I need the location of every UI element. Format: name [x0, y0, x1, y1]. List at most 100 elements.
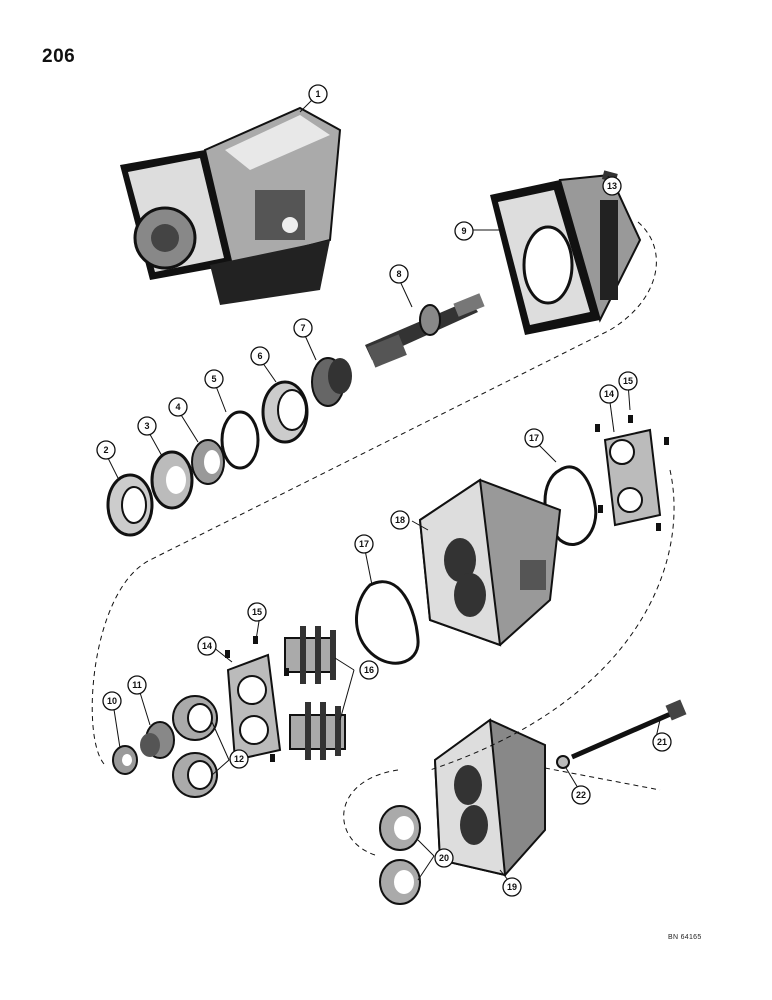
dowel-pins — [225, 415, 669, 762]
callout-15: 15 — [618, 371, 638, 391]
callout-label: 8 — [396, 269, 401, 279]
callout-14: 14 — [599, 384, 619, 404]
callout-circle — [250, 346, 270, 366]
callout-circle — [390, 510, 410, 530]
callout-circle — [247, 602, 267, 622]
assembled-pump — [120, 106, 342, 305]
wear-plate-right — [603, 428, 662, 527]
callout-circle — [168, 397, 188, 417]
needle-bearing-upper — [172, 695, 218, 741]
callout-label: 7 — [300, 323, 305, 333]
callout-label: 15 — [623, 376, 633, 386]
callout-label: 22 — [576, 790, 586, 800]
callout-circle — [618, 371, 638, 391]
callout-circle — [102, 691, 122, 711]
callout-circle — [652, 732, 672, 752]
wear-plate-left — [226, 653, 282, 762]
callout-circle — [229, 749, 249, 769]
callout-1: 1 — [308, 84, 328, 104]
callout-label: 2 — [103, 445, 108, 455]
callout-20: 20 — [434, 848, 454, 868]
bearing-cup — [261, 380, 309, 444]
gear-housing — [418, 478, 562, 647]
callout-12: 12 — [229, 749, 249, 769]
shaft-seal — [140, 721, 175, 759]
callout-21: 21 — [652, 732, 672, 752]
callout-22: 22 — [571, 785, 591, 805]
callout-16: 16 — [359, 660, 379, 680]
callout-2: 2 — [96, 440, 116, 460]
drive-shaft — [365, 293, 485, 368]
callout-8: 8 — [389, 264, 409, 284]
page-number: 206 — [42, 46, 76, 67]
callout-label: 20 — [439, 853, 449, 863]
callout-label: 3 — [144, 421, 149, 431]
callout-circle — [524, 428, 544, 448]
front-housing — [490, 173, 642, 335]
callout-label: 18 — [395, 515, 405, 525]
callout-circle — [354, 534, 374, 554]
callout-14: 14 — [197, 636, 217, 656]
callout-label: 17 — [359, 539, 369, 549]
callout-13: 13 — [602, 176, 622, 196]
callout-circle — [127, 675, 147, 695]
callout-circle — [434, 848, 454, 868]
gasket-left — [354, 580, 420, 665]
callout-19: 19 — [502, 877, 522, 897]
callout-label: 14 — [604, 389, 614, 399]
washer — [112, 745, 138, 775]
callout-circle — [96, 440, 116, 460]
callout-circle — [389, 264, 409, 284]
end-cover — [433, 718, 546, 877]
gasket-right — [543, 465, 598, 547]
callout-label: 14 — [202, 641, 212, 651]
callout-label: 5 — [211, 374, 216, 384]
callout-circle — [293, 318, 313, 338]
drive-gear — [284, 626, 336, 684]
retainer — [150, 450, 194, 510]
callout-label: 10 — [107, 696, 117, 706]
callout-circle — [308, 84, 328, 104]
callout-circle — [599, 384, 619, 404]
callout-circle — [502, 877, 522, 897]
bolt — [570, 699, 687, 760]
callout-circle — [197, 636, 217, 656]
callout-label: 6 — [257, 351, 262, 361]
callout-label: 11 — [132, 680, 142, 690]
callout-17: 17 — [524, 428, 544, 448]
bearing-cone — [311, 357, 352, 407]
callout-label: 16 — [364, 665, 374, 675]
callout-9: 9 — [454, 221, 474, 241]
callout-circle — [602, 176, 622, 196]
callout-15: 15 — [247, 602, 267, 622]
assembly-lines — [91, 221, 675, 856]
callout-4: 4 — [168, 397, 188, 417]
callout-label: 1 — [315, 89, 320, 99]
callout-circle — [571, 785, 591, 805]
needle-bearing-cover-lower — [379, 859, 421, 905]
callout-label: 19 — [507, 882, 517, 892]
callout-10: 10 — [102, 691, 122, 711]
bolt-washer — [556, 755, 570, 769]
callout-label: 12 — [234, 754, 244, 764]
callout-circle — [359, 660, 379, 680]
callout-3: 3 — [137, 416, 157, 436]
seal-inner — [191, 439, 225, 485]
callout-label: 9 — [461, 226, 466, 236]
driven-gear — [289, 702, 346, 760]
callout-group: 1234567891011121314141515161717181920212… — [96, 84, 672, 897]
callout-5: 5 — [204, 369, 224, 389]
callout-circle — [204, 369, 224, 389]
callout-circle — [454, 221, 474, 241]
seal-outer — [106, 473, 154, 537]
callout-label: 15 — [252, 607, 262, 617]
needle-bearing-lower — [172, 752, 218, 798]
callout-label: 13 — [607, 181, 617, 191]
needle-bearing-cover-upper — [379, 805, 421, 851]
callout-7: 7 — [293, 318, 313, 338]
callout-18: 18 — [390, 510, 410, 530]
callout-6: 6 — [250, 346, 270, 366]
callout-11: 11 — [127, 675, 147, 695]
